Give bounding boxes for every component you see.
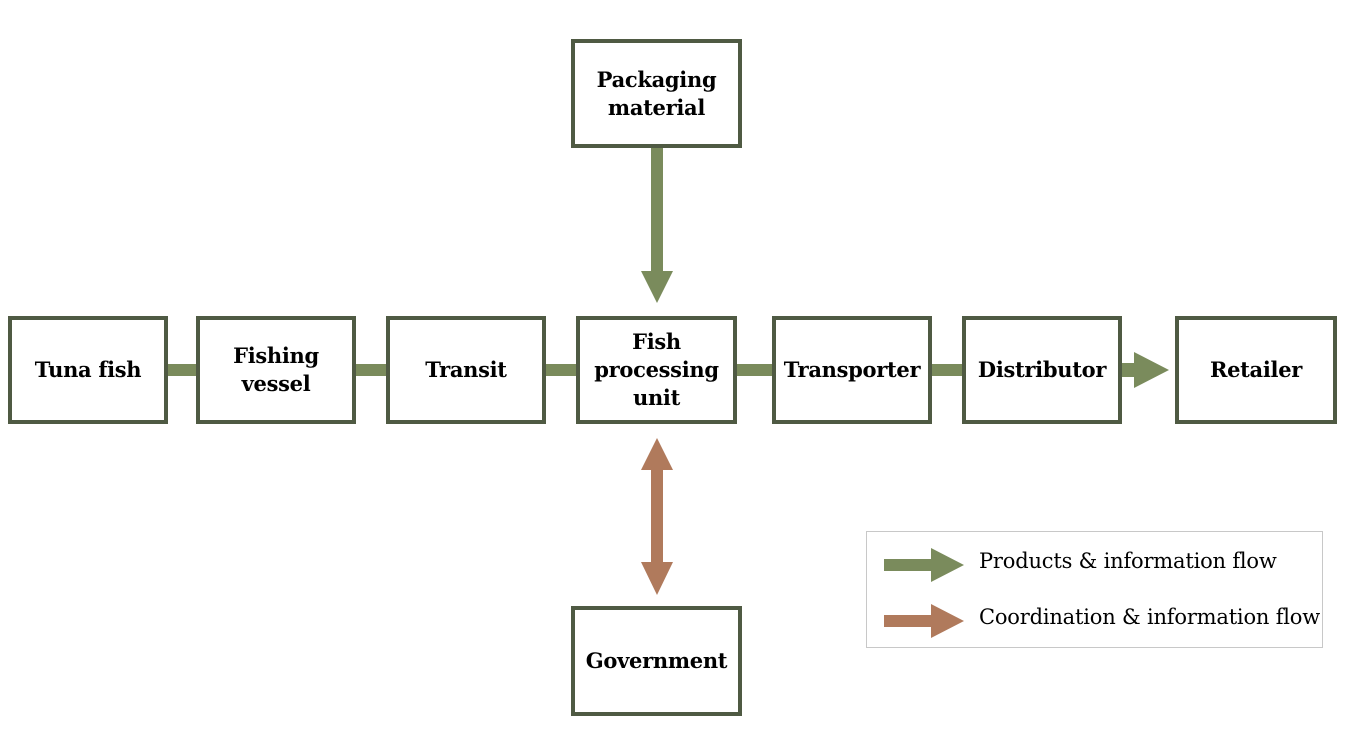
node-label: Fish processing unit xyxy=(594,329,719,410)
connector-processing-to-transporter xyxy=(735,364,774,376)
node-label: Distributor xyxy=(977,357,1107,382)
node-label: Government xyxy=(585,648,728,673)
legend: Products & information flow Coordination… xyxy=(866,531,1323,648)
connector-vessel-to-transit xyxy=(354,364,388,376)
node-label: Packaging material xyxy=(596,66,717,120)
node-transporter: Transporter xyxy=(772,316,932,424)
connector-transporter-to-distributor xyxy=(931,364,964,376)
node-label: Retailer xyxy=(1209,357,1303,382)
node-fish-processing-unit: Fish processing unit xyxy=(576,316,737,424)
node-transit: Transit xyxy=(386,316,546,424)
node-distributor: Distributor xyxy=(962,316,1122,424)
node-retailer: Retailer xyxy=(1175,316,1337,424)
legend-swatches xyxy=(884,548,964,638)
connector-tuna-to-vessel xyxy=(166,364,198,376)
arrow-distributor-to-retailer xyxy=(1120,352,1169,388)
node-label: Tuna fish xyxy=(34,357,142,382)
node-fishing-vessel: Fishing vessel xyxy=(196,316,356,424)
node-tuna-fish: Tuna fish xyxy=(8,316,168,424)
node-label: Transit xyxy=(425,357,507,382)
legend-products-arrow-icon xyxy=(884,548,964,582)
legend-coordination-arrow-icon xyxy=(884,604,964,638)
node-packaging-material: Packaging material xyxy=(571,39,742,148)
node-label: Transporter xyxy=(783,357,921,382)
connector-transit-to-processing xyxy=(545,364,578,376)
legend-products-label: Products & information flow xyxy=(979,549,1277,573)
node-government: Government xyxy=(571,606,742,716)
legend-coordination-label: Coordination & information flow xyxy=(979,605,1320,629)
node-label: Fishing vessel xyxy=(233,343,319,396)
arrow-packaging-to-processing xyxy=(641,146,673,303)
arrow-processing-government xyxy=(641,438,673,595)
